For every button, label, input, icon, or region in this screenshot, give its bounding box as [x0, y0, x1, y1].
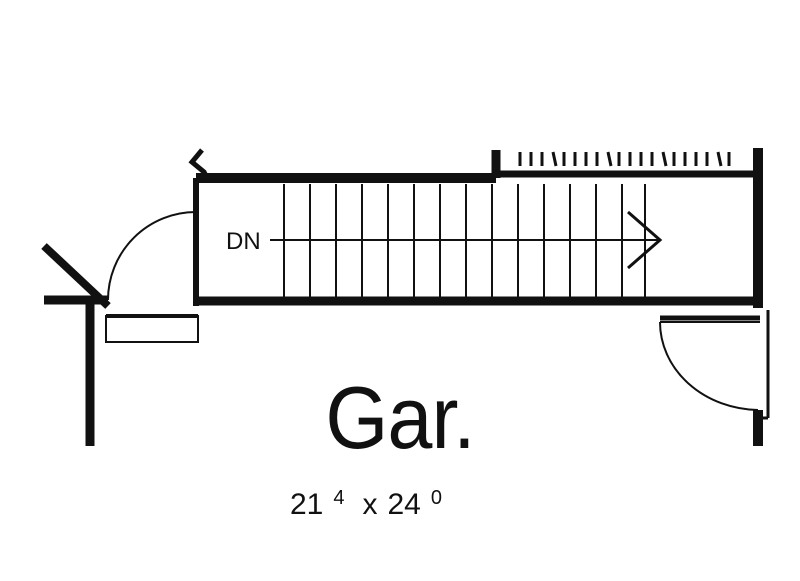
stair-direction-arrow — [270, 210, 663, 270]
length-inches: 0 — [430, 487, 442, 509]
dimension-separator: x — [362, 488, 378, 521]
hatch-mark — [606, 151, 613, 167]
left-wall — [41, 243, 111, 446]
hatch-mark — [661, 151, 668, 167]
hatch-mark — [716, 151, 723, 167]
wall-break-hatching — [518, 151, 731, 167]
width-inches: 4 — [333, 487, 345, 509]
lower-wall — [44, 178, 758, 306]
length-feet: 24 — [387, 488, 421, 521]
width-feet: 21 — [290, 488, 324, 521]
left-door — [105, 211, 199, 343]
hatch-mark — [551, 151, 558, 167]
room-name: Gar. — [325, 368, 475, 467]
stair-down-label: DN — [226, 228, 261, 255]
right-door — [659, 310, 770, 420]
upper-wall — [188, 148, 758, 183]
